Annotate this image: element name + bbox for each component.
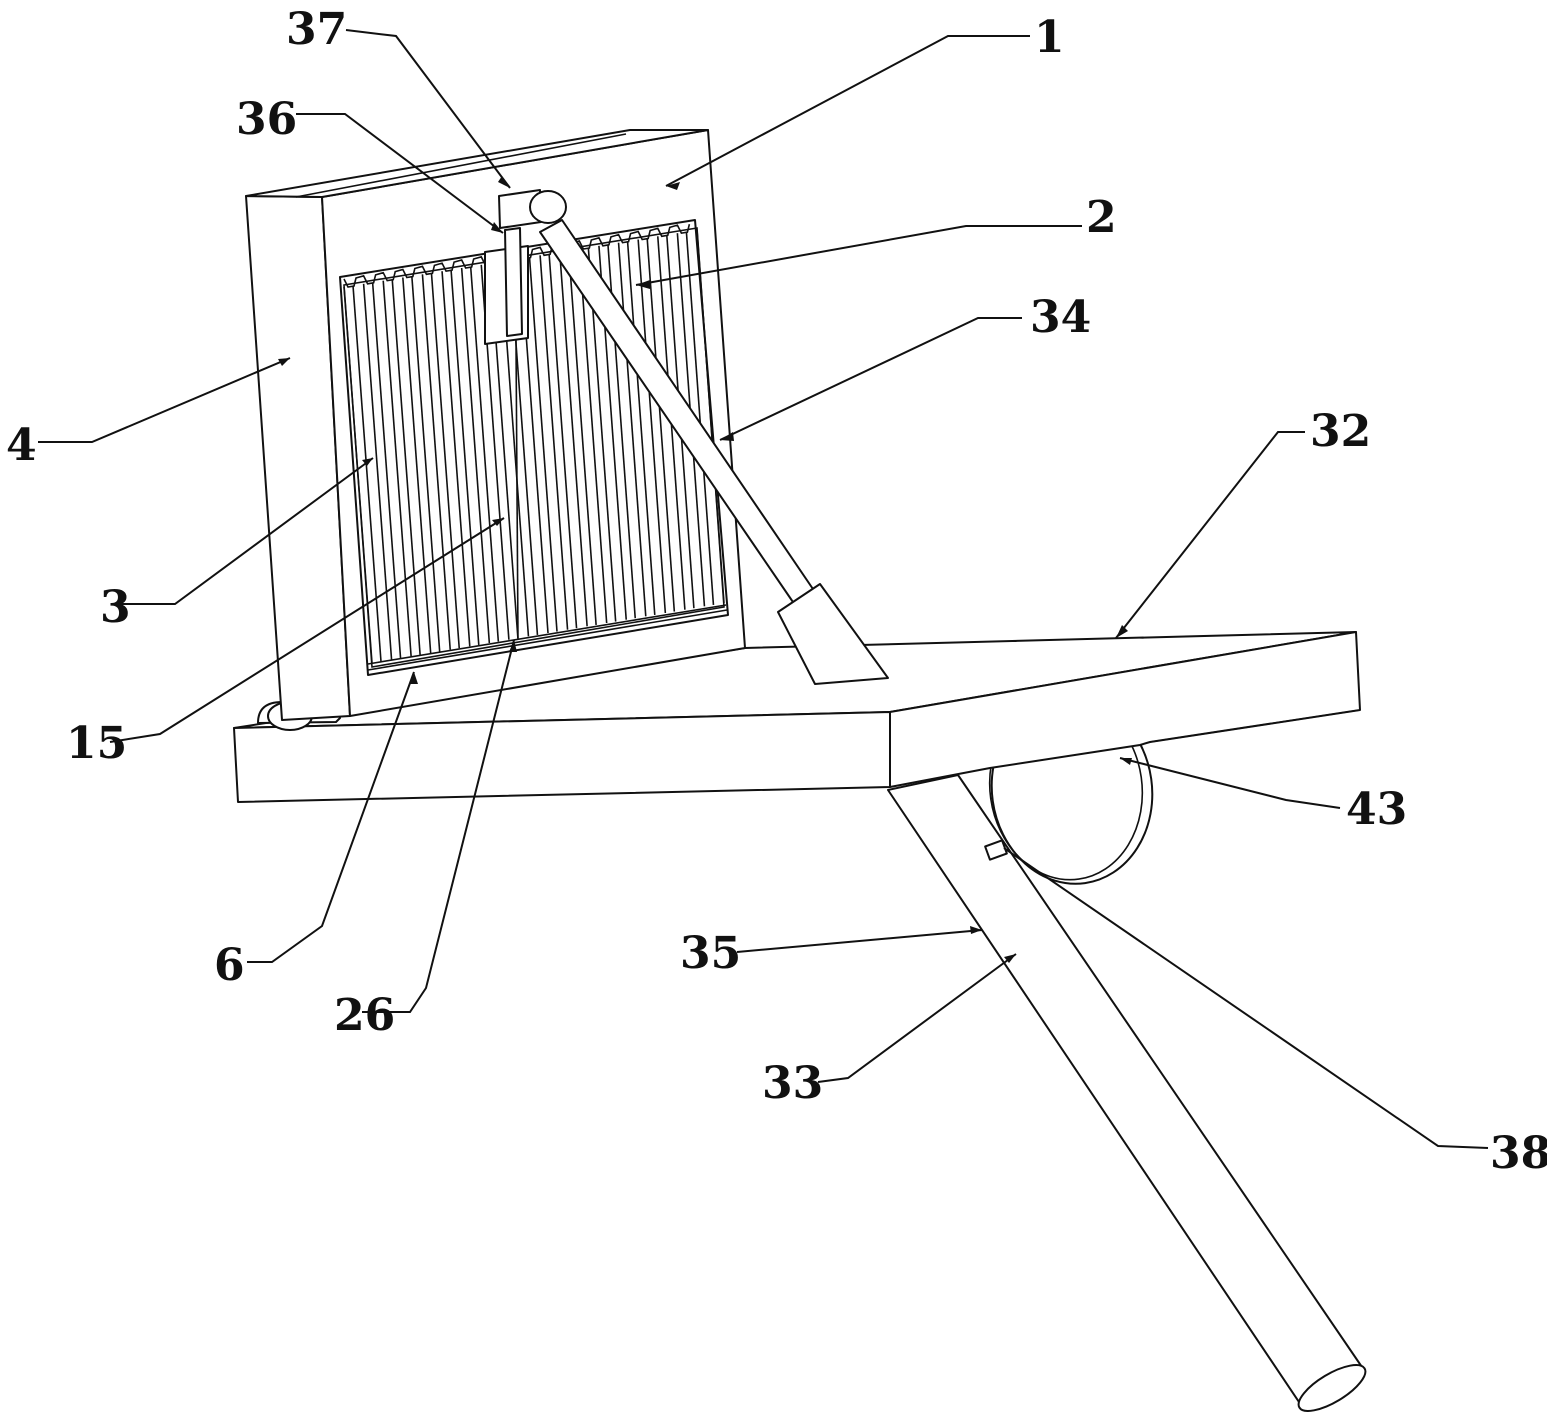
arrowheads [278, 176, 1132, 963]
label-34: 34 [1030, 292, 1091, 343]
slider-clip [484, 189, 567, 641]
slat-line [343, 286, 373, 664]
slat-line [411, 276, 441, 652]
label-33: 33 [762, 1058, 823, 1109]
label-2: 2 [1086, 192, 1117, 243]
slat-line [617, 242, 647, 617]
brush-arm [539, 219, 889, 685]
slat-line [528, 257, 558, 632]
slat-line [371, 282, 402, 659]
slat-line [685, 231, 715, 605]
label-35: 35 [680, 928, 741, 979]
base-platform [233, 631, 1361, 803]
slat-line [421, 274, 452, 650]
reference-labels: 37 36 1 2 34 32 4 3 15 43 6 35 26 33 38 [6, 4, 1547, 1179]
slat-line [460, 267, 491, 644]
slat-line [558, 252, 588, 627]
label-4: 4 [6, 420, 37, 471]
grille-panel [339, 219, 729, 676]
slat-line [626, 241, 656, 615]
slat-line [548, 253, 578, 629]
handle-pole [887, 774, 1367, 1412]
slat-line [450, 269, 480, 645]
slat-line [469, 266, 500, 642]
label-6: 6 [214, 940, 245, 991]
label-1: 1 [1034, 12, 1065, 63]
label-3: 3 [100, 582, 131, 633]
label-15: 15 [66, 718, 127, 769]
slat-line [696, 229, 725, 604]
label-37: 37 [286, 4, 347, 55]
slat-line [637, 239, 667, 614]
slat-line [441, 271, 471, 647]
slat-line [382, 280, 412, 657]
label-38: 38 [1490, 1128, 1547, 1179]
slat-line [567, 250, 597, 625]
label-26: 26 [334, 990, 395, 1041]
slat-line [578, 248, 608, 624]
label-32: 32 [1310, 406, 1371, 457]
leader-lines [38, 29, 1489, 1149]
slat-line [430, 272, 461, 649]
slat-line [646, 238, 676, 612]
slat-line [362, 283, 393, 660]
slat-line [539, 255, 569, 630]
slat-line [391, 279, 421, 655]
label-36: 36 [236, 94, 297, 145]
slat-line [402, 277, 432, 654]
label-43: 43 [1346, 784, 1407, 835]
